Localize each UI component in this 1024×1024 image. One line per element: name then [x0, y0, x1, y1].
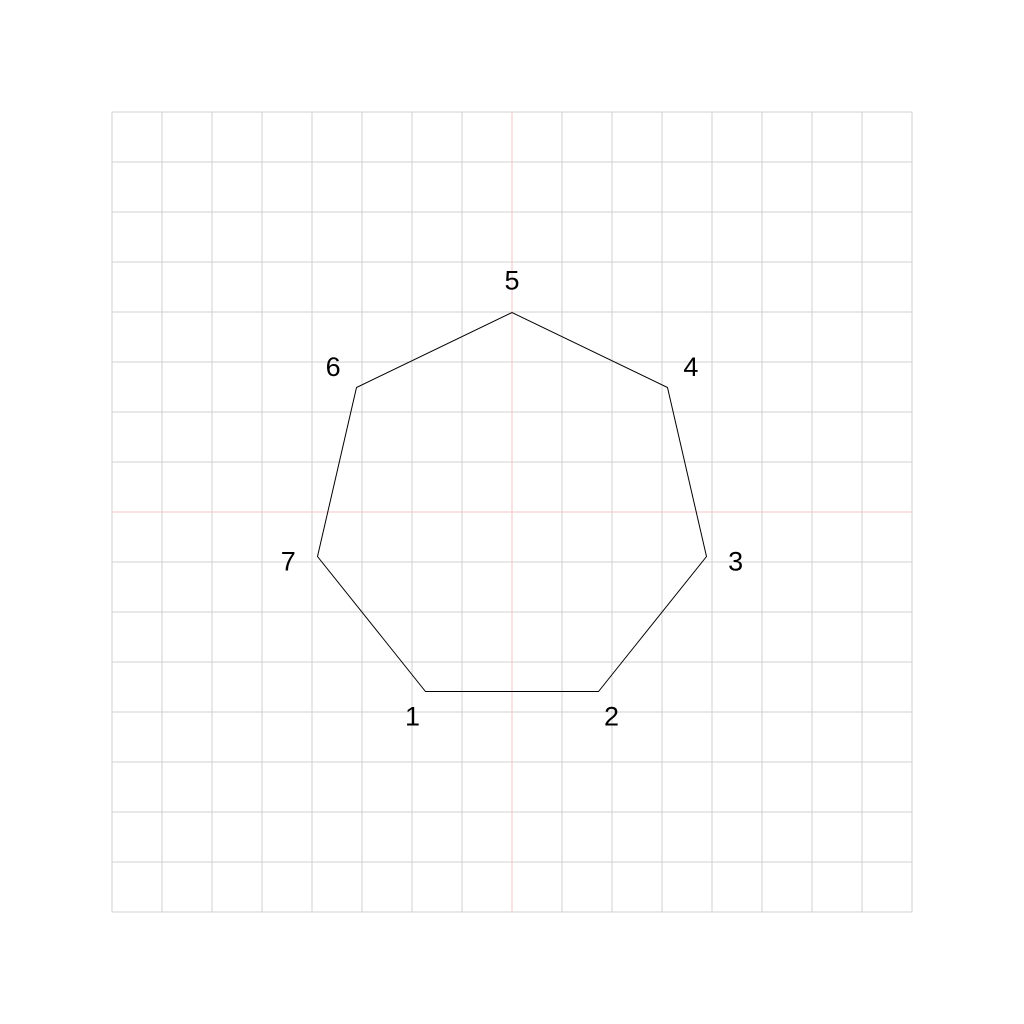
- vertex-label-1: 1: [405, 702, 420, 732]
- vertex-label-7: 7: [281, 546, 296, 576]
- vertex-label-6: 6: [326, 352, 341, 382]
- axes: [112, 112, 912, 912]
- vertex-labels: 1 2 3 4 5 6 7: [281, 266, 743, 732]
- vertex-label-4: 4: [683, 352, 698, 382]
- heptagon: [316, 311, 708, 692]
- polygon-outline: [316, 311, 708, 692]
- vertex-label-2: 2: [604, 702, 619, 732]
- vertex-label-3: 3: [728, 546, 743, 576]
- vertex-label-5: 5: [504, 266, 519, 296]
